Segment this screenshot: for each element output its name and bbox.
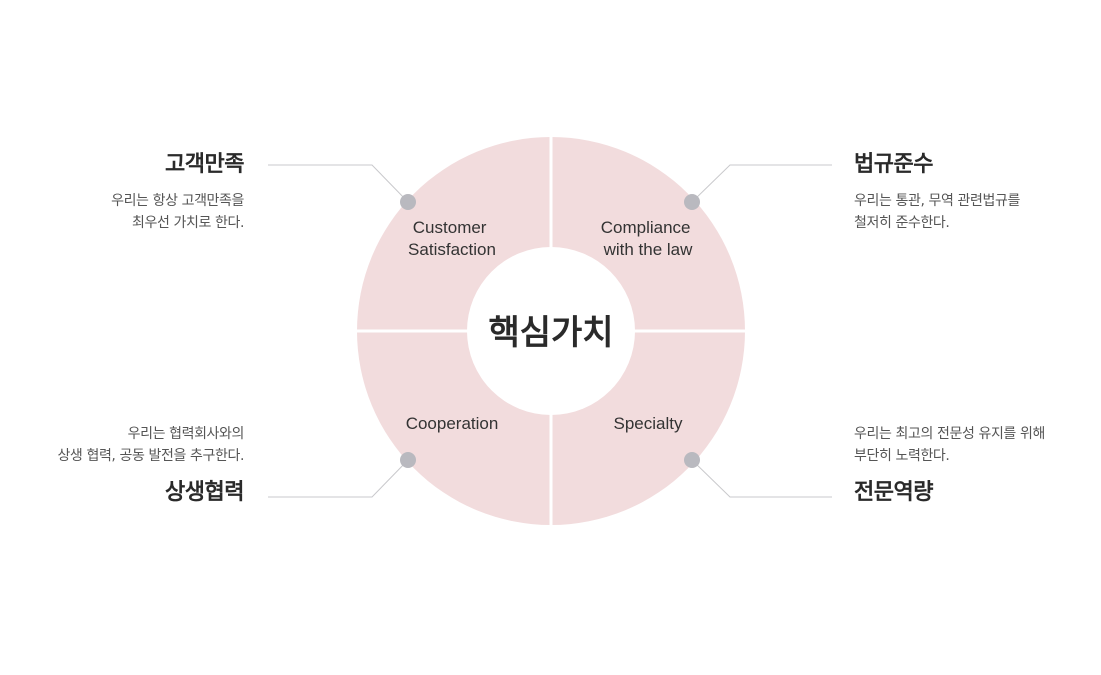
- value-desc-line: 부단히 노력한다.: [854, 448, 950, 464]
- center-title: 핵심가치: [488, 313, 613, 353]
- connector-dot-specialty: [684, 452, 700, 468]
- quadrant-label-cooperation: Cooperation: [406, 414, 499, 433]
- value-desc-line: 최우선 가치로 한다.: [132, 215, 244, 231]
- value-desc-line: 우리는 최고의 전문성 유지를 위해: [854, 426, 1045, 442]
- value-desc-line: 우리는 항상 고객만족을: [111, 193, 244, 209]
- connector-line-customer: [268, 164, 409, 203]
- connector-line-compliance: [691, 164, 832, 203]
- value-desc-line: 철저히 준수한다.: [854, 215, 950, 231]
- quadrant-label-customer: Customer Satisfaction: [408, 218, 496, 259]
- value-desc-line: 상생 협력, 공동 발전을 추구한다.: [57, 448, 244, 464]
- value-title-specialty: 전문역량: [854, 480, 933, 505]
- connector-line-cooperation: [268, 459, 409, 498]
- connector-dot-compliance: [684, 194, 700, 210]
- center-circle: [467, 247, 635, 415]
- connector-dot-cooperation: [400, 452, 416, 468]
- value-desc-line: 우리는 통관, 무역 관련법규를: [854, 193, 1020, 209]
- value-desc-specialty: 우리는 최고의 전문성 유지를 위해 부단히 노력한다.: [854, 423, 1045, 467]
- value-desc-cooperation: 우리는 협력회사와의 상생 협력, 공동 발전을 추구한다.: [57, 423, 244, 467]
- value-desc-line: 우리는 협력회사와의: [127, 426, 245, 442]
- quadrant-label-compliance: Compliance with the law: [601, 218, 696, 259]
- value-desc-customer: 우리는 항상 고객만족을 최우선 가치로 한다.: [111, 190, 244, 234]
- value-title-customer: 고객만족: [165, 152, 244, 177]
- value-desc-compliance: 우리는 통관, 무역 관련법규를 철저히 준수한다.: [854, 190, 1020, 234]
- connector-dot-customer: [400, 194, 416, 210]
- value-title-compliance: 법규준수: [854, 152, 933, 177]
- quadrant-label-specialty: Specialty: [614, 414, 683, 433]
- value-title-cooperation: 상생협력: [165, 480, 244, 505]
- connector-line-specialty: [691, 459, 832, 498]
